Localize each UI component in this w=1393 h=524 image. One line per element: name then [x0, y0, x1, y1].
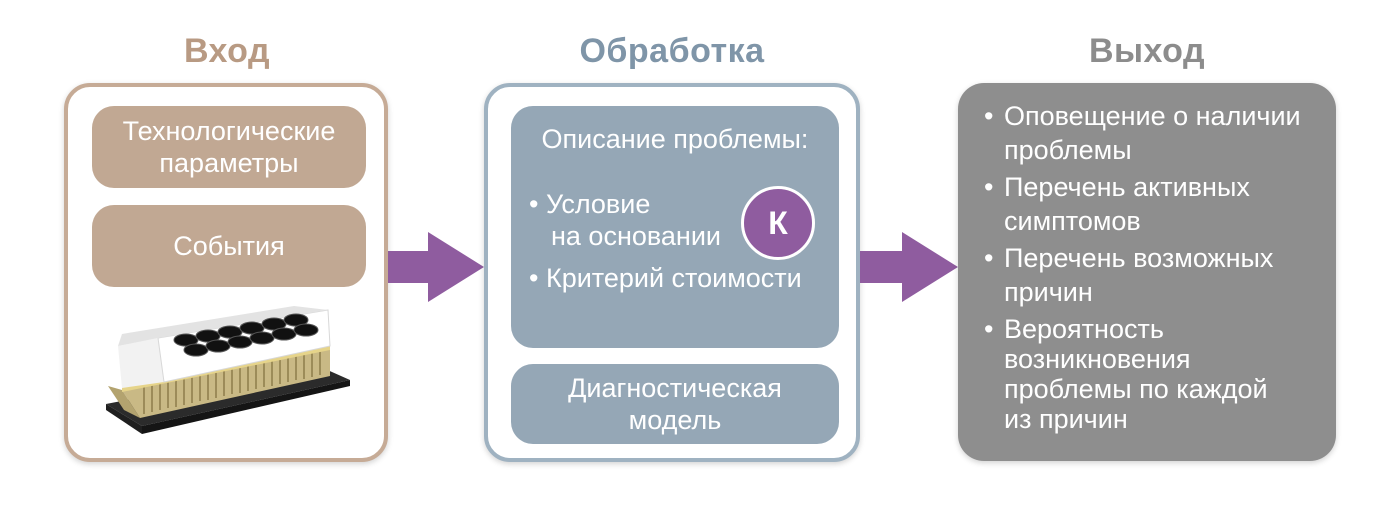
condition-line1: • Условие: [529, 188, 650, 220]
output-item-text: возникновения: [1004, 344, 1191, 374]
output-title: Выход: [1088, 32, 1206, 70]
input-title: Вход: [183, 32, 271, 70]
tech-params-line1: Технологические: [122, 115, 336, 146]
output-item-text: симптомов: [1004, 206, 1141, 236]
cost-criterion-text: Критерий стоимости: [545, 263, 802, 293]
arrow-processing-to-output: [860, 232, 958, 302]
bullet: •: [984, 172, 994, 202]
cost-criterion-line: • Критерий стоимости: [529, 262, 802, 294]
tech-params-line2: параметры: [159, 148, 299, 178]
bullet: •: [984, 314, 994, 344]
output-item-text: из причин: [1004, 404, 1128, 434]
output-item-text: причин: [1004, 277, 1093, 307]
bullet: •: [529, 263, 539, 293]
problem-description-box: Описание проблемы: • Условие на основани…: [511, 106, 839, 348]
output-item-text: проблемы по каждой: [1004, 374, 1268, 404]
condition-text1: Условие: [545, 189, 651, 219]
processing-title: Обработка: [579, 32, 765, 70]
bullet: •: [529, 189, 539, 219]
output-item-text: Вероятность: [1004, 314, 1164, 344]
model-line1: Диагностическая: [568, 372, 782, 403]
bullet: •: [984, 101, 994, 131]
k-badge: К: [741, 186, 815, 260]
diagnostic-model-box: Диагностическая модель: [511, 364, 839, 444]
output-item-text: Перечень активных: [1004, 172, 1250, 202]
output-item-text: Оповещение о наличии: [1004, 101, 1301, 131]
output-item-text: Перечень возможных: [1004, 243, 1274, 273]
model-line2: модель: [628, 405, 722, 435]
arrow-input-to-processing: [388, 232, 484, 302]
equipment-image: [106, 306, 350, 434]
problem-title: Описание проблемы:: [541, 124, 809, 154]
output-box: • Оповещение о наличии проблемы • Перече…: [958, 83, 1336, 461]
tech-params-box: Технологические параметры: [92, 106, 366, 188]
events-box: События: [92, 205, 366, 287]
bullet: •: [984, 243, 994, 273]
output-item-text: проблемы: [1004, 135, 1132, 165]
condition-line2: на основании: [551, 221, 722, 251]
events-label: События: [173, 230, 285, 261]
